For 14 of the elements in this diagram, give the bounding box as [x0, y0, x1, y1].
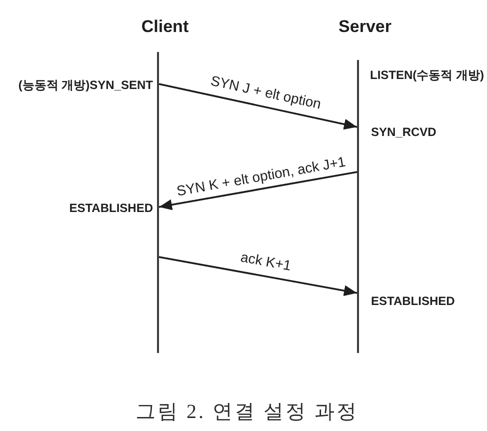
lifeline-heading: Server — [338, 16, 392, 38]
state-label: ESTABLISHED — [371, 293, 455, 309]
state-label: LISTEN(수동적 개방) — [370, 67, 484, 83]
lifeline-heading: Client — [141, 16, 189, 38]
state-label: ESTABLISHED — [69, 200, 153, 216]
arrow — [158, 256, 358, 296]
edge-label: SYN J + elt option — [208, 72, 324, 112]
state-label: SYN_RCVD — [371, 124, 436, 140]
edge-label: SYN K + elt option, ack J+1 — [174, 152, 348, 199]
arrow — [158, 171, 358, 210]
arrow — [158, 83, 358, 130]
edge-label: ack K+1 — [238, 248, 293, 274]
figure-caption: 그림 2. 연결 설정 과정 — [136, 400, 358, 425]
state-label: (능동적 개방)SYN_SENT — [18, 77, 153, 93]
